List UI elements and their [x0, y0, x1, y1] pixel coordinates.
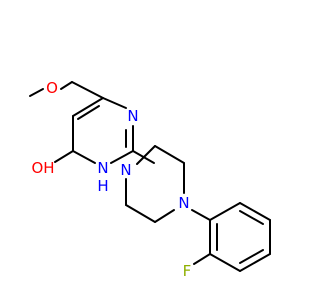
atom-label-methoxy-o: O — [46, 79, 58, 97]
bond-ch2-c6 — [71, 81, 104, 99]
atom-label-ring-n-top: N — [127, 107, 138, 125]
bond-ph-c6-c1 — [209, 202, 241, 221]
bond-n3-c2 — [110, 150, 134, 164]
bond-c4-n3 — [72, 150, 96, 164]
bond-c6-c5 — [72, 97, 104, 117]
bond-ph-c3-c4 — [239, 253, 271, 272]
atom-label-ring-nh-hydrogen: H — [97, 177, 108, 195]
bond-n1-c6 — [102, 97, 127, 109]
bond-ph-c5-c6-inner — [239, 210, 264, 225]
bond-pip-c-c-left — [125, 204, 156, 223]
molecule-structure: O N N H OH N N F — [29, 79, 271, 280]
bond-ph-c2-c3 — [209, 253, 241, 272]
bond-o-ch2 — [60, 81, 73, 90]
bond-pip-c-c-right — [154, 145, 185, 164]
atom-label-ring-nh: N — [97, 159, 108, 177]
atom-labels: O N N H OH N N F — [31, 79, 191, 280]
bond-ph-c3-c4-inner — [239, 249, 264, 264]
atom-label-hydroxy-o: OH — [31, 159, 54, 177]
bond-n4-phenyl — [191, 209, 211, 221]
bond-pip-c-n4 — [154, 209, 175, 223]
bond-c6-c5-inner — [77, 105, 100, 120]
bond-ph-c2-f — [193, 253, 211, 265]
atom-label-piperazine-n-lower: N — [178, 194, 189, 212]
atom-label-piperazine-n-upper: N — [120, 161, 131, 179]
atom-label-fluorine: F — [183, 262, 192, 280]
bond-methyl-o — [29, 88, 44, 97]
bond-ph-c5-c6 — [239, 202, 271, 221]
bond-c4-oh — [54, 150, 74, 163]
bonds — [29, 81, 271, 272]
bond-pip-c-n1 — [136, 145, 156, 165]
